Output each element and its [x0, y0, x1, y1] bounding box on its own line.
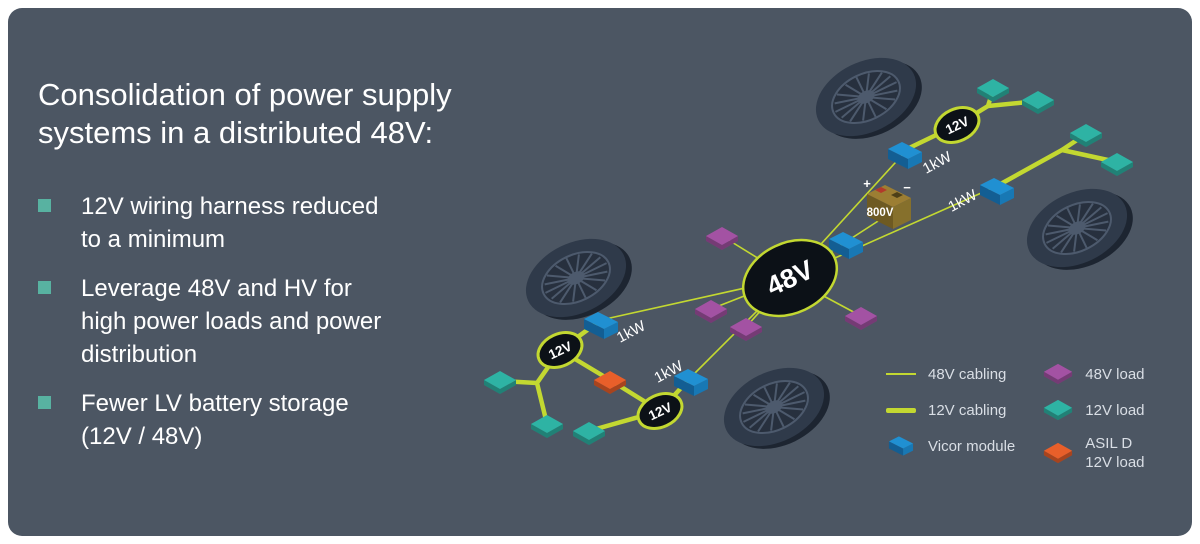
bullet-text: Leverage 48V and HV for high power loads… — [81, 275, 382, 368]
bullet-list: 12V wiring harness reduced to a minimum … — [38, 190, 452, 453]
48v-load-icon — [706, 227, 738, 250]
12v-load-icon — [573, 422, 605, 445]
battery-plus-sign: + — [863, 176, 871, 191]
12v-load-icon — [1101, 153, 1133, 176]
bullet-marker-icon — [38, 281, 51, 294]
node-12v-left: 12V — [536, 331, 584, 369]
battery-minus-sign: − — [903, 180, 911, 195]
legend-label: 12V cabling — [928, 401, 1007, 419]
wheel-right-icon — [1013, 170, 1147, 289]
12v-load-icon — [977, 79, 1009, 102]
legend-column-left: 48V cabling 12V cabling Vicor module — [884, 362, 1015, 472]
legend-label: Vicor module — [928, 437, 1016, 455]
legend-item-12v-load: 12V load — [1041, 398, 1145, 422]
wheel-top-icon — [802, 39, 936, 158]
bullet-text: 12V wiring harness reduced to a minimum — [81, 193, 379, 253]
legend-label: 48V cabling — [928, 365, 1007, 383]
node-12v-bottom: 12V — [636, 392, 684, 430]
legend-item-vicor-module: Vicor module — [884, 434, 1015, 458]
hv-battery: + − 800V — [863, 176, 911, 229]
vicor-module-left-icon — [584, 312, 618, 339]
battery-voltage-label: 800V — [867, 207, 894, 219]
cable-12v-moduleright-stem — [994, 147, 1065, 189]
48v-cabling-icon — [884, 373, 918, 375]
legend-label: 12V load — [1085, 401, 1145, 419]
bullet-marker-icon — [38, 199, 51, 212]
module-power-label: 1kW — [945, 186, 980, 215]
bullet-text: Fewer LV battery storage (12V / 48V) — [81, 390, 349, 450]
bullet-item: 12V wiring harness reduced to a minimum — [38, 190, 452, 256]
48v-load-icon — [1041, 363, 1075, 385]
12v-cabling-icon — [884, 407, 918, 413]
wheel-left-icon — [512, 220, 646, 339]
12v-load-icon — [531, 415, 563, 438]
legend-column-right: 48V load 12V load ASIL D 12V load — [1041, 362, 1145, 472]
12v-load-icon — [1022, 91, 1054, 114]
legend: 48V cabling 12V cabling Vicor module 48V… — [884, 362, 1145, 472]
bullet-item: Fewer LV battery storage (12V / 48V) — [38, 387, 452, 453]
12v-load-icon — [1041, 399, 1075, 421]
legend-item-12v-cabling: 12V cabling — [884, 398, 1015, 422]
48v-load-icon — [730, 318, 762, 341]
12v-load-icon — [484, 371, 516, 394]
legend-item-asil-load: ASIL D 12V load — [1041, 434, 1145, 472]
bullet-marker-icon — [38, 396, 51, 409]
legend-item-48v-load: 48V load — [1041, 362, 1145, 386]
page-title: Consolidation of power supply systems in… — [38, 77, 452, 150]
legend-label: 48V load — [1085, 365, 1145, 383]
node-48v-hub: 48V — [741, 238, 839, 318]
module-power-label: 1kW — [920, 148, 955, 177]
node-12v-top: 12V — [933, 106, 981, 144]
legend-item-48v-cabling: 48V cabling — [884, 362, 1015, 386]
module-power-label: 1kW — [614, 317, 649, 346]
asil-d-12v-load-icon — [1041, 442, 1075, 464]
bullet-item: Leverage 48V and HV for high power loads… — [38, 272, 452, 371]
vicor-module-right-icon — [980, 178, 1014, 205]
48v-load-icon — [695, 300, 727, 323]
wheel-bottom-icon — [710, 349, 844, 468]
slide-text-content: Consolidation of power supply systems in… — [38, 76, 452, 453]
vicor-module-icon — [884, 435, 918, 457]
legend-label: ASIL D 12V load — [1085, 435, 1145, 471]
